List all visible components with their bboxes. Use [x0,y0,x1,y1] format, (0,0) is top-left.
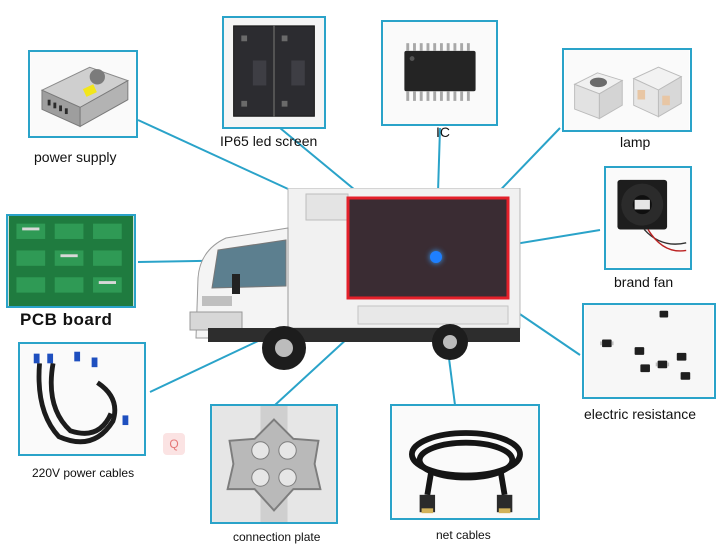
truck-drawing [189,187,521,370]
connection-plate-label: connection plate [233,530,321,544]
connection-plate-image [210,404,338,524]
resistor-image [582,303,716,399]
ic-chip-image [381,20,498,126]
net-cable-image [390,404,540,520]
ic-label: IC [436,124,450,140]
power-cable-image [18,342,146,456]
brand-fan-label: brand fan [614,274,674,290]
electric-resistance-label: electric resistance [584,406,697,422]
pcb-board-label: PCB board [20,310,113,329]
power-cables-label: 220V power cables [32,466,135,480]
fan-image [604,166,692,270]
led-screen-label: IP65 led screen [220,133,318,149]
led-screen-image [222,16,326,129]
watermark-icon: Q [163,433,185,455]
power-supply-label: power supply [34,149,117,165]
truck-image [188,187,528,373]
power-supply-image [28,50,138,138]
hub-point [430,251,442,263]
lamp-label: lamp [620,134,651,150]
pcb-image [6,214,136,308]
lamp-image [562,48,692,132]
net-cables-label: net cables [436,528,491,542]
